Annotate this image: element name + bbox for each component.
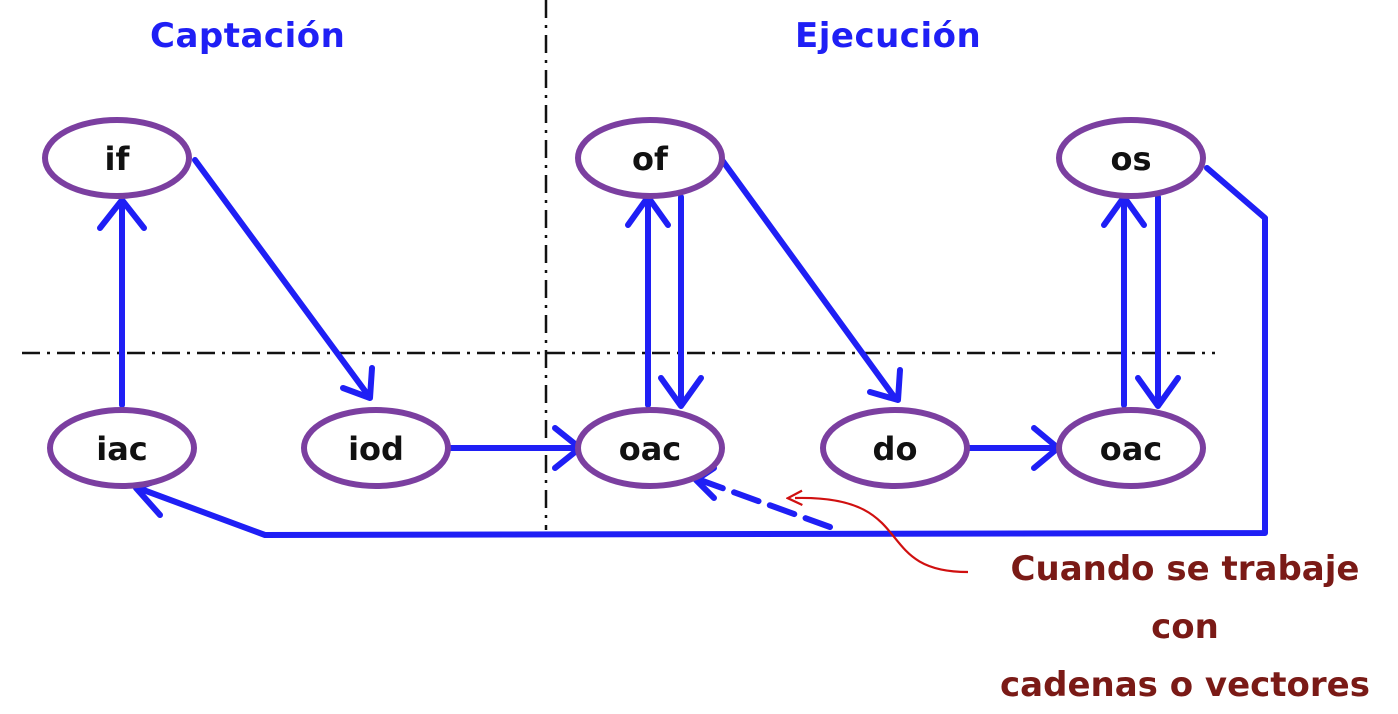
svg-text:iod: iod [348, 430, 404, 468]
svg-text:of: of [632, 140, 669, 178]
node-oac-2: oac [1056, 407, 1206, 489]
svg-text:os: os [1110, 140, 1151, 178]
arrow-if-to-iod [192, 157, 375, 401]
diagram-svg: if iac iod of oac do oac os [22, 0, 1268, 574]
arrow-oac-to-of [625, 194, 671, 408]
node-do: do [820, 407, 970, 489]
node-iod: iod [301, 407, 451, 489]
svg-text:oac: oac [619, 430, 682, 468]
annotation-line-2: cadenas o vectores [1000, 665, 1370, 705]
svg-text:do: do [873, 430, 918, 468]
node-iac: iac [47, 407, 197, 489]
node-os: os [1056, 117, 1206, 199]
section-title-ejecucion: Ejecución [795, 16, 982, 56]
node-of: of [575, 117, 725, 199]
svg-text:iac: iac [96, 430, 148, 468]
node-if: if [42, 117, 192, 199]
arrow-do-to-oac [965, 425, 1061, 471]
arrow-iod-to-oac [444, 425, 583, 471]
annotation-pointer [795, 498, 969, 574]
arrow-of-to-do [719, 157, 903, 403]
state-diagram: if iac iod of oac do oac os Captación Ej… [22, 0, 1370, 705]
section-title-captacion: Captación [150, 16, 346, 56]
arrow-iac-to-if [97, 197, 147, 408]
arrow-of-to-oac [658, 194, 704, 409]
annotation-line-1: Cuando se trabaje con [1010, 549, 1360, 647]
svg-text:oac: oac [1100, 430, 1163, 468]
arrow-os-to-oac [1135, 194, 1181, 409]
arrow-oac-to-os [1101, 194, 1147, 408]
annotation-note: Cuando se trabaje con cadenas o vectores [975, 540, 1395, 714]
svg-text:if: if [105, 140, 131, 178]
node-oac-1: oac [575, 407, 725, 489]
